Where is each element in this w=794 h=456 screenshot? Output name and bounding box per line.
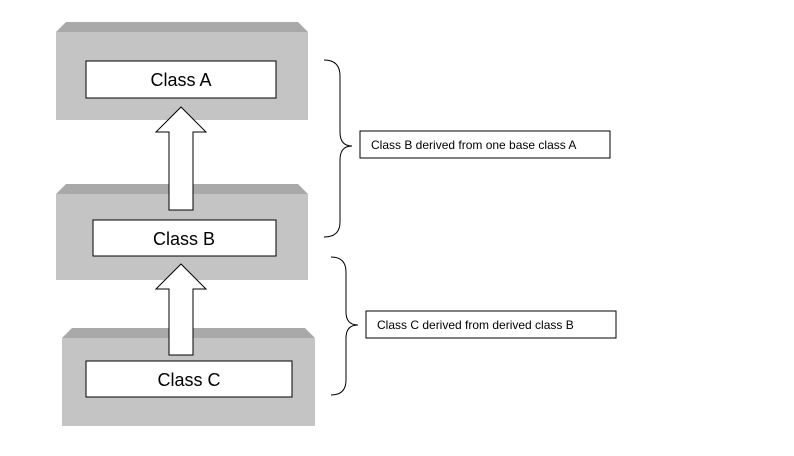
class-a-block: Class A: [56, 22, 308, 120]
right-brace-icon: [323, 59, 353, 238]
class-c-note-text: Class C derived from derived class B: [377, 318, 574, 332]
class-c-box: [85, 360, 293, 398]
class-b-label: Class B: [153, 229, 215, 249]
up-arrow-icon: [154, 263, 208, 356]
class-a-box: [85, 60, 277, 99]
class-b-note-text: Class B derived from one base class A: [371, 138, 576, 152]
right-brace-icon: [330, 256, 359, 396]
up-arrow-icon: [154, 106, 208, 211]
class-b-box: [92, 219, 277, 257]
class-c-note: Class C derived from derived class B: [365, 310, 617, 339]
class-a-label: Class A: [150, 70, 211, 90]
class-a-block-top: [56, 22, 308, 32]
class-b-note-box: [359, 130, 611, 159]
class-c-note-box: [365, 310, 617, 339]
class-b-note: Class B derived from one base class A: [359, 130, 611, 159]
class-c-label: Class C: [157, 370, 220, 390]
